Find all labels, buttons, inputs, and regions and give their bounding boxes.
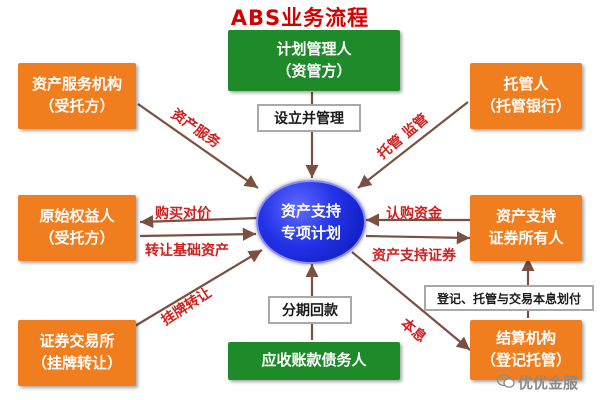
registration-note: 登记、托管与交易本息划付: [424, 285, 594, 311]
wechat-icon: [497, 373, 515, 388]
arrow-originator-to-center: [139, 227, 257, 241]
trustee-role: （托管银行）: [480, 97, 571, 115]
debtor-box: 应收账款债务人: [228, 342, 400, 380]
label-abs-securities: 资产支持证券: [372, 248, 456, 264]
exchange-name: 证券交易所: [39, 332, 115, 351]
holder-line2: 证券所有人: [488, 229, 564, 247]
trustee-box: 托管人 （托管银行）: [470, 63, 582, 129]
debtor-name: 应收账款债务人: [261, 351, 367, 370]
center-plan-circle: 资产支持 专项计划: [256, 180, 366, 264]
originator-box: 原始权益人 （受托方）: [18, 195, 136, 261]
manager-box: 计划管理人 （资管方）: [228, 30, 400, 91]
holder-line1: 资产支持: [495, 207, 556, 226]
installment-note: 分期回款: [268, 296, 352, 324]
page-title: ABS业务流程: [230, 6, 370, 30]
settlement-box: 结算机构 （登记托管）: [470, 320, 582, 380]
settlement-role: （登记托管）: [480, 351, 571, 369]
exchange-role: （挂牌转让）: [31, 354, 122, 372]
holder-box: 资产支持 证券所有人: [470, 195, 582, 261]
manager-name: 计划管理人: [276, 39, 352, 58]
setup-note: 设立并管理: [257, 104, 361, 132]
arrow-exchange-to-center: [134, 249, 263, 327]
arrow-servicer-to-center: [137, 103, 259, 189]
label-purchase-payment: 购买对价: [155, 206, 211, 222]
trustee-name: 托管人: [503, 75, 549, 94]
arrow-center-to-settlement: [351, 251, 471, 351]
originator-role: （受托方）: [39, 229, 115, 247]
label-transfer-assets: 转让基础资产: [145, 243, 229, 259]
label-subscribe-funds: 认购资金: [386, 206, 442, 222]
arrow-trustee-to-center: [357, 101, 469, 189]
arrow-center-to-originator: [139, 214, 259, 229]
servicer-role: （受托方）: [39, 97, 115, 115]
servicer-name: 资产服务机构: [31, 75, 122, 94]
settlement-name: 结算机构: [495, 329, 556, 348]
manager-role: （资管方）: [276, 61, 352, 80]
watermark-text: 优优金服: [518, 374, 579, 392]
center-line1: 资产支持: [280, 201, 341, 220]
originator-name: 原始权益人: [39, 207, 115, 226]
arrow-center-to-holder: [365, 231, 471, 245]
servicer-box: 资产服务机构 （受托方）: [18, 63, 136, 129]
exchange-box: 证券交易所 （挂牌转让）: [18, 320, 136, 386]
center-line2: 专项计划: [280, 224, 341, 242]
